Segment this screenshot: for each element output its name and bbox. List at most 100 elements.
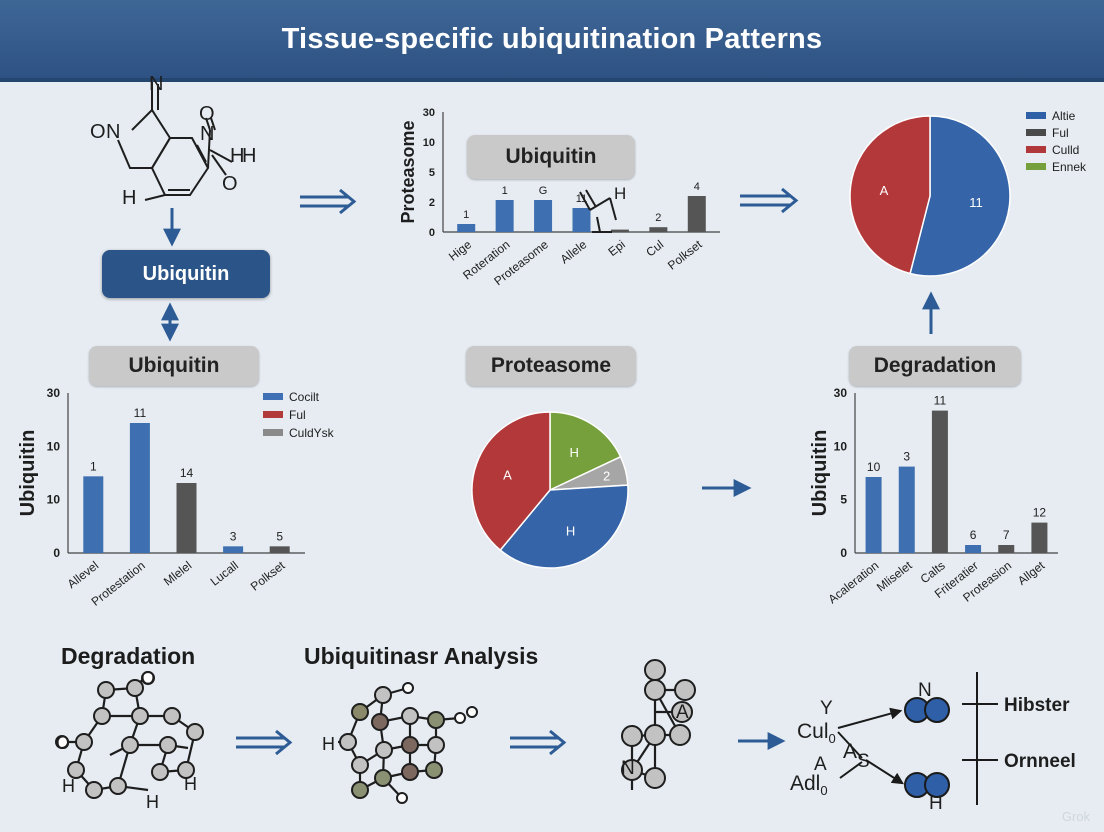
oxygen-atom bbox=[55, 735, 69, 749]
pie-slice bbox=[549, 411, 622, 492]
ubiquitin-inset-pill: Ubiquitin bbox=[467, 135, 635, 179]
bar-value-label: 3 bbox=[903, 450, 910, 464]
bar-value-label: 11 bbox=[934, 394, 947, 408]
x-tick-label: Mliselet bbox=[874, 558, 915, 594]
x-tick-label: Polkset bbox=[665, 237, 705, 273]
legend-label: Ennek bbox=[1052, 160, 1087, 174]
y-tick-label: 30 bbox=[423, 107, 435, 119]
legend-swatch bbox=[1026, 129, 1046, 136]
y-tick-label: 0 bbox=[53, 546, 60, 560]
x-tick-label: Allele bbox=[558, 237, 590, 266]
double-arrow bbox=[510, 729, 567, 756]
bar-value-label: 2 bbox=[655, 212, 661, 224]
bar-value-label: 3 bbox=[230, 529, 237, 543]
bar-value-label: 12 bbox=[1033, 506, 1047, 520]
degradation-bottom-title: Degradation bbox=[61, 643, 196, 669]
bar bbox=[129, 423, 150, 553]
pathway-node-bottom-label: H bbox=[929, 793, 943, 814]
y-tick-label: 10 bbox=[834, 439, 848, 453]
atom-label: O bbox=[90, 121, 106, 143]
bar-value-label: 10 bbox=[867, 460, 881, 474]
pathway-node-bottom bbox=[904, 772, 950, 798]
atom-label: O bbox=[56, 733, 70, 753]
oxygen-atom bbox=[396, 792, 408, 804]
x-tick-label: Allget bbox=[1015, 558, 1048, 588]
bar bbox=[495, 200, 514, 232]
x-tick-label: Lucall bbox=[208, 558, 241, 588]
bar bbox=[649, 227, 668, 232]
pathway-node-top-label: N bbox=[918, 680, 932, 701]
pathway-bottom-left-label: Adl0 bbox=[790, 772, 828, 798]
degradation-section-pill: Degradation bbox=[849, 346, 1021, 386]
pie-slice-label: A bbox=[880, 183, 889, 198]
atom-label: H bbox=[184, 774, 197, 794]
pie-slice bbox=[499, 484, 629, 569]
pathway-center-label: A bbox=[843, 740, 857, 763]
legend-swatch bbox=[1026, 163, 1046, 170]
pathway-output-ornneel: Ornneel bbox=[1004, 751, 1076, 772]
legend-label: Cocilt bbox=[289, 390, 320, 404]
bar-value-label: 4 bbox=[694, 181, 700, 193]
bar bbox=[83, 476, 104, 553]
pathway-output-bracket bbox=[962, 672, 998, 805]
ubiquitin-section-pill: Ubiquitin bbox=[89, 346, 259, 386]
legend-label: Ful bbox=[1052, 126, 1069, 140]
atom-label: H bbox=[322, 734, 335, 754]
atom-label: O bbox=[141, 668, 155, 688]
pathway-top-left-label: Cul0 bbox=[797, 720, 836, 746]
molecule-top-structure bbox=[117, 82, 233, 201]
oxygen-atom bbox=[454, 712, 466, 724]
bar bbox=[865, 477, 882, 553]
bar bbox=[965, 545, 982, 553]
bar-value-label: G bbox=[539, 185, 548, 197]
atom-label: H bbox=[62, 776, 75, 796]
bar-value-label: 6 bbox=[970, 528, 977, 542]
y-tick-label: 30 bbox=[834, 386, 848, 400]
pie-slice bbox=[849, 115, 931, 275]
bar bbox=[898, 466, 915, 553]
double-arrow bbox=[236, 729, 293, 756]
y-tick-label: 10 bbox=[47, 439, 61, 453]
legend-label: CuldYsk bbox=[289, 426, 335, 440]
atom-label: N bbox=[621, 758, 635, 779]
pie-slice-label: 11 bbox=[969, 195, 983, 210]
bar bbox=[998, 545, 1015, 553]
bar bbox=[269, 546, 290, 553]
bar bbox=[610, 229, 629, 232]
bar bbox=[931, 410, 948, 553]
bar-value-label: 5 bbox=[276, 529, 283, 543]
atom-label: H bbox=[146, 792, 159, 812]
watermark: Grok bbox=[1061, 809, 1090, 824]
ubiquitin-pill: Ubiquitin bbox=[102, 250, 270, 298]
y-tick-label: 5 bbox=[429, 167, 435, 179]
bar-value-label: 1 bbox=[502, 185, 508, 197]
pie-slice bbox=[909, 115, 1011, 277]
pathway-top-left-marker: Y bbox=[820, 698, 833, 719]
bar-value-label: 11 bbox=[576, 193, 587, 205]
pie-slice-label: H bbox=[570, 445, 579, 460]
atom-label: O bbox=[199, 103, 215, 125]
cluster-network-nodes bbox=[621, 659, 696, 789]
bar-value-label: 14 bbox=[180, 466, 194, 480]
legend-swatch bbox=[1026, 112, 1046, 119]
bar bbox=[687, 196, 706, 232]
y-tick-label: 30 bbox=[47, 386, 61, 400]
bar bbox=[223, 546, 244, 553]
x-tick-label: Hige bbox=[446, 237, 474, 263]
y-axis-label: Ubiquitin bbox=[17, 430, 39, 517]
bar-value-label: 1 bbox=[90, 459, 97, 473]
x-tick-label: Cul bbox=[643, 237, 666, 259]
atom-label: N bbox=[106, 121, 120, 143]
legend-label: Altie bbox=[1052, 109, 1076, 123]
y-tick-label: 2 bbox=[429, 197, 435, 209]
bar bbox=[534, 200, 553, 232]
legend-swatch bbox=[263, 393, 283, 400]
inset-atom-label: H bbox=[614, 184, 626, 203]
analysis-bottom-title: Ubiquitinasr Analysis bbox=[304, 643, 539, 669]
x-tick-label: Allevel bbox=[65, 558, 101, 591]
degradation-molecule-atoms bbox=[67, 679, 204, 799]
